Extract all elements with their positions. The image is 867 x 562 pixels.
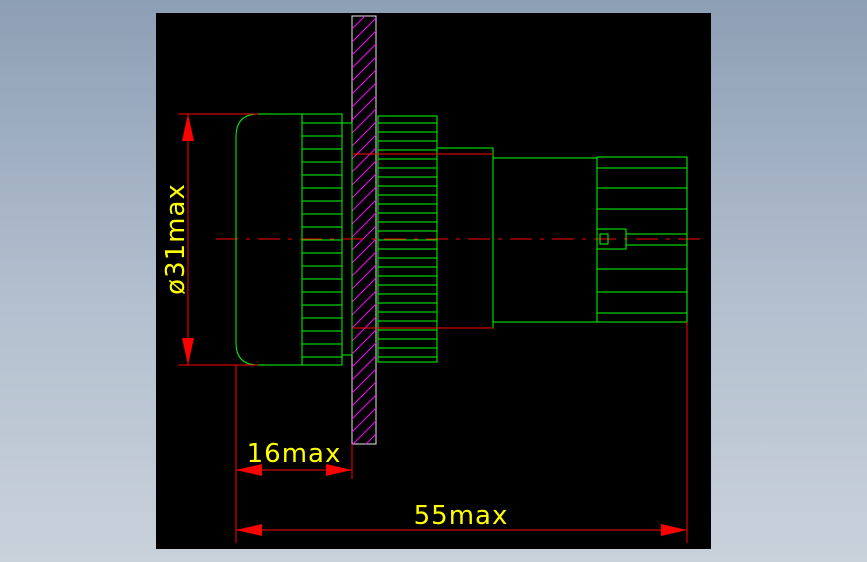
total-length-dimension	[236, 322, 688, 543]
total-arrow-right	[661, 524, 687, 536]
front-arrow-right	[326, 464, 352, 476]
bezel-flange	[341, 122, 353, 356]
hatch-line	[351, 56, 377, 82]
hatch-line	[351, 407, 377, 433]
terminal-pin	[596, 228, 627, 250]
hatch-line	[351, 329, 377, 355]
terminal-slots	[597, 167, 687, 314]
hatch-line	[352, 420, 377, 445]
hatch-line	[351, 95, 377, 121]
hatch-line	[351, 251, 377, 277]
body-tube	[492, 157, 598, 323]
hatch-line	[351, 17, 377, 43]
hatch-line	[351, 212, 377, 238]
hatch-line	[351, 134, 377, 160]
total-arrow-left	[236, 524, 262, 536]
mounting-panel	[351, 15, 377, 445]
pin-tip	[599, 233, 609, 245]
hatch-line	[351, 355, 377, 381]
hatch-line	[351, 303, 377, 329]
nut-knurl	[378, 122, 437, 358]
hatch-line	[351, 316, 377, 342]
hatch-line	[351, 147, 377, 173]
diameter-dimension	[178, 113, 258, 366]
diameter-label: ø31max	[161, 183, 191, 295]
hatch-line	[351, 290, 377, 316]
hatch-line	[351, 186, 377, 212]
hatch-line	[351, 368, 377, 394]
front-length-dimension	[235, 365, 353, 543]
hatch-line	[351, 160, 377, 186]
total-length-label: 55max	[414, 501, 509, 531]
hatch-line	[351, 30, 377, 56]
bezel-knurl	[302, 122, 342, 358]
hatch-line	[351, 69, 377, 95]
body-collar	[436, 147, 494, 329]
diameter-arrow-bottom	[182, 338, 194, 365]
hatch-line	[351, 108, 377, 134]
hatch-line	[351, 121, 377, 147]
panel-hatch	[351, 15, 377, 445]
panel-hole-lines	[352, 153, 493, 329]
hatch-line	[351, 238, 377, 264]
hatch-line	[351, 199, 377, 225]
hatch-line	[351, 277, 377, 303]
technical-drawing: ø31max 16max 55max	[161, 15, 706, 543]
hatch-line	[351, 381, 377, 407]
hatch-line	[351, 225, 377, 251]
hatch-line	[351, 173, 377, 199]
hatch-line	[351, 394, 377, 420]
front-length-label: 16max	[247, 439, 342, 469]
hatch-line	[351, 342, 377, 368]
push-button-body	[235, 113, 688, 366]
hatch-line	[351, 264, 377, 290]
diameter-arrow-top	[182, 114, 194, 141]
hatch-line	[351, 15, 366, 30]
hatch-line	[365, 433, 377, 445]
hatch-line	[351, 82, 377, 108]
front-arrow-left	[236, 464, 262, 476]
cad-viewport[interactable]: ø31max 16max 55max	[156, 13, 711, 549]
hatch-line	[351, 43, 377, 69]
